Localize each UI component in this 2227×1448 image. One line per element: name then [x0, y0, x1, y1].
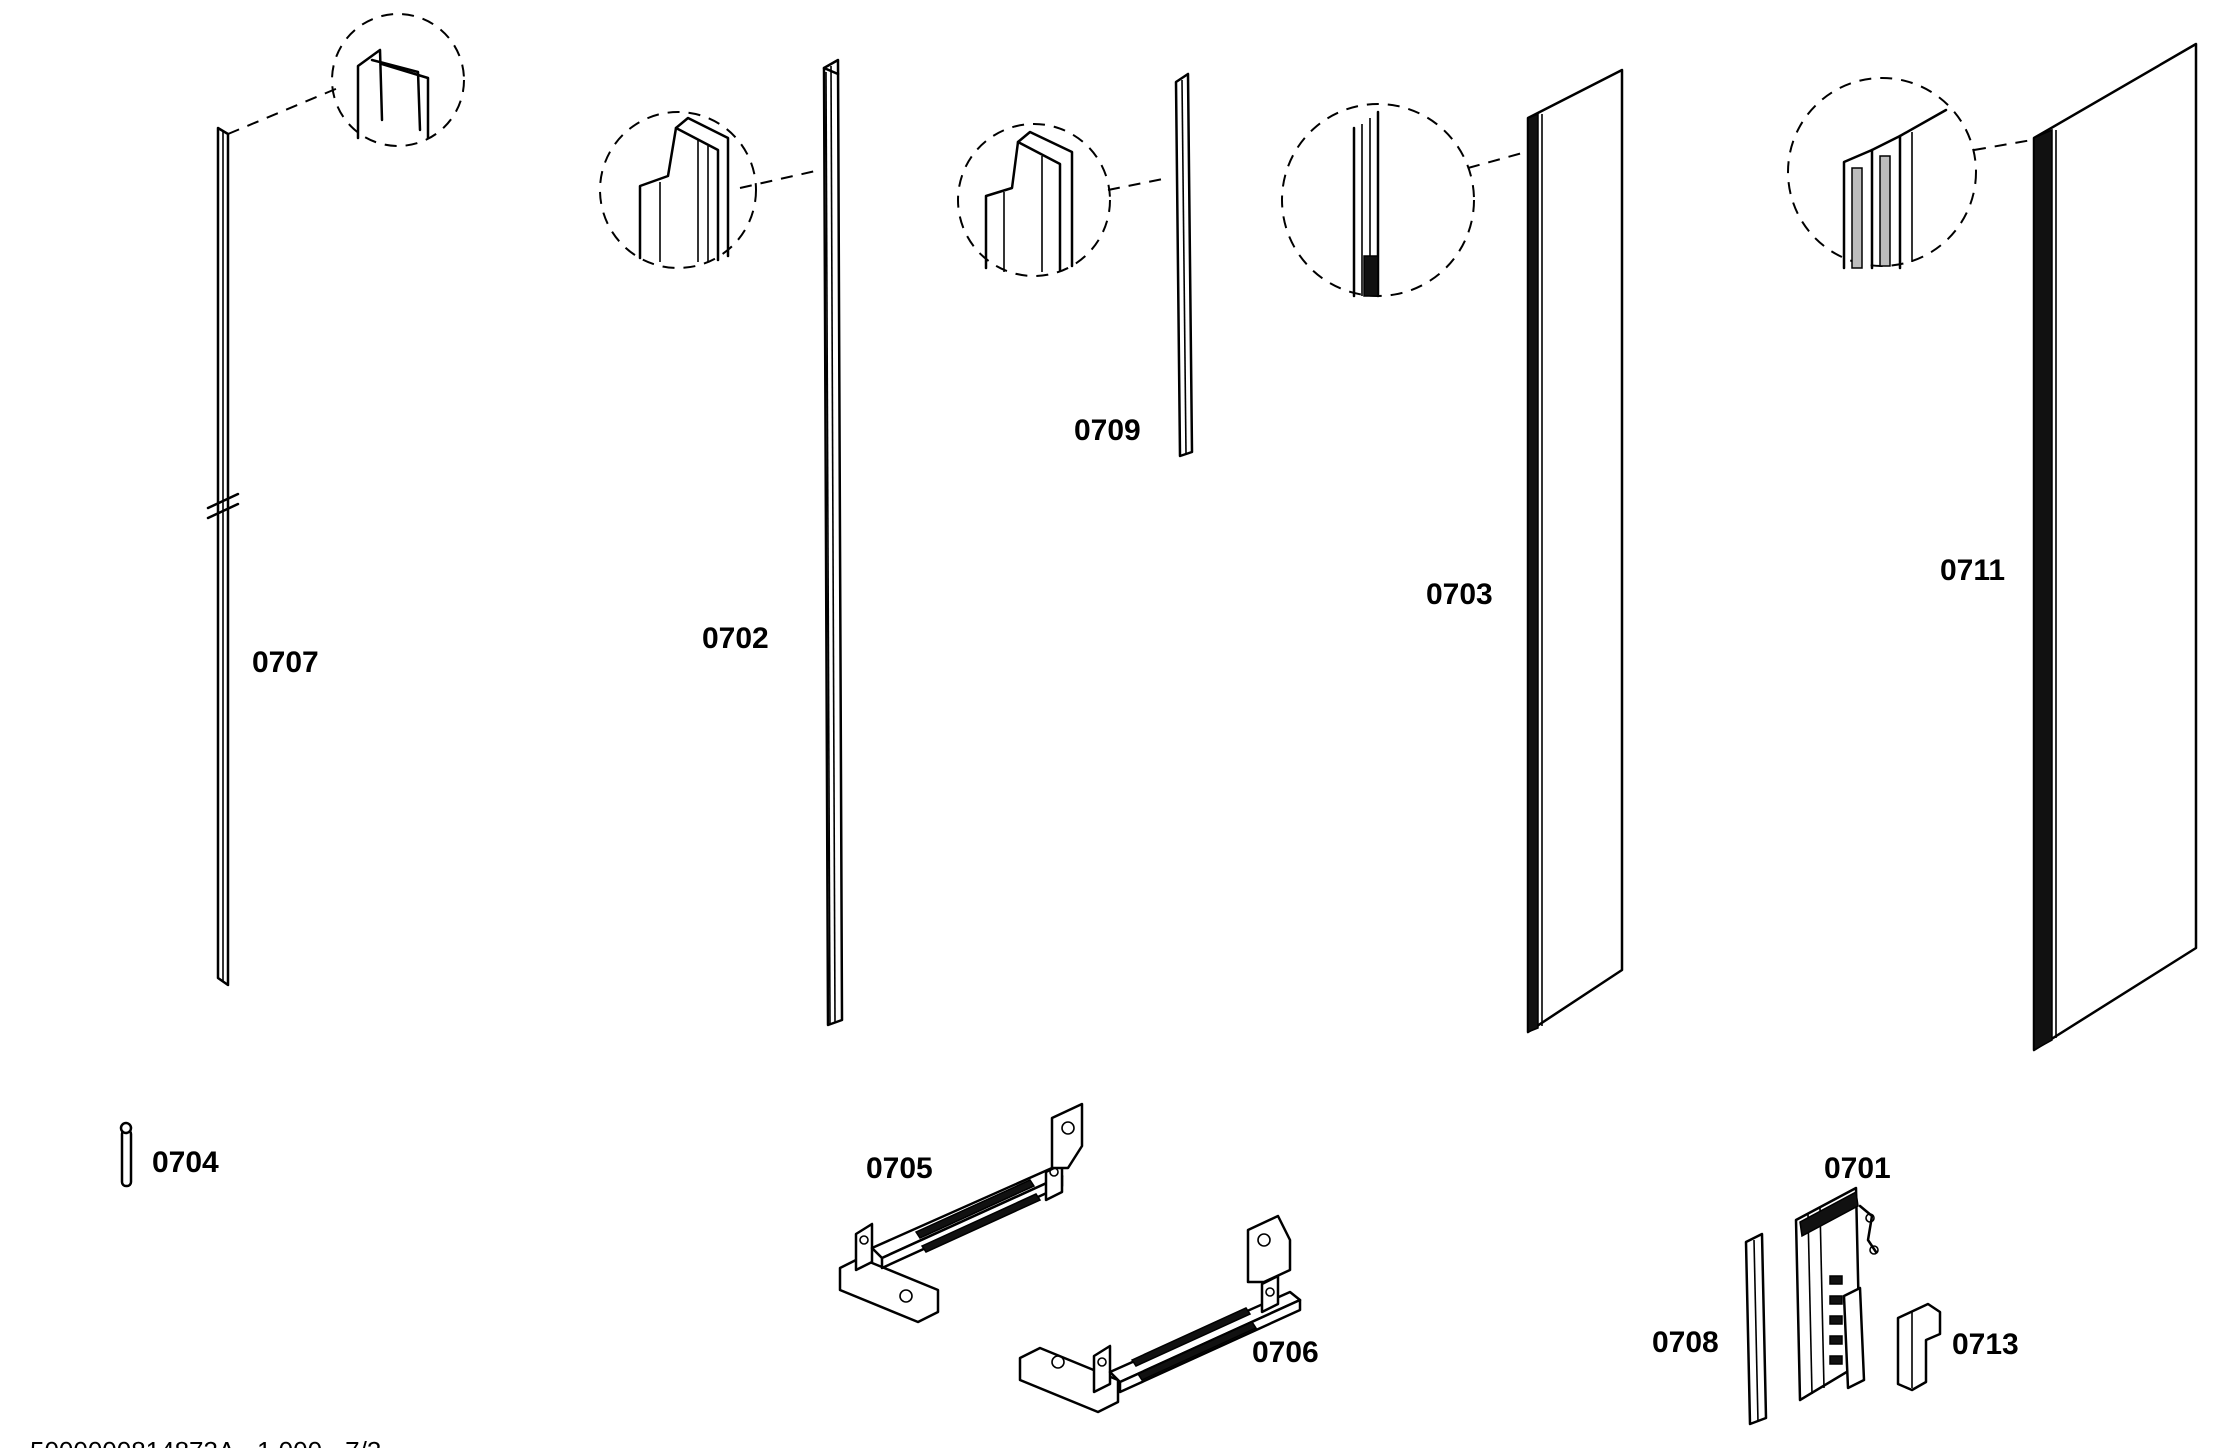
label-0703: 0703: [1426, 578, 1493, 611]
label-0704: 0704: [152, 1146, 219, 1179]
part-0703-panel: [1467, 68, 1624, 1034]
label-0711: 0711: [1940, 554, 2005, 587]
detail-circle-0707: [331, 13, 465, 147]
label-0713: 0713: [1952, 1328, 2019, 1361]
part-0707-strip: [206, 87, 339, 987]
part-0709-profile: [1107, 72, 1194, 458]
part-0701-hinge-cover: [1794, 1186, 1879, 1402]
label-0705: 0705: [866, 1152, 933, 1185]
label-0702: 0702: [702, 622, 769, 655]
detail-circle-0703: [1281, 103, 1475, 298]
label-0701: 0701: [1824, 1152, 1891, 1185]
part-0713-clip: [1896, 1302, 1942, 1392]
part-0706-bracket: [1018, 1214, 1302, 1414]
part-0705-bracket: [838, 1102, 1084, 1324]
footer-code: 5000000814873A - 1.000 - 7/3: [30, 1436, 381, 1448]
detail-circle-0711: [1787, 77, 1977, 270]
detail-circle-0709: [957, 123, 1111, 277]
part-0702-profile: [739, 58, 844, 1027]
label-0707: 0707: [252, 646, 319, 679]
part-0708-strip: [1744, 1232, 1768, 1426]
hinge-cover-slots: [1829, 1275, 1843, 1365]
detail-circle-0702: [599, 111, 757, 269]
label-0709: 0709: [1074, 414, 1141, 447]
label-0708: 0708: [1652, 1326, 1719, 1359]
part-0711-panel: [1973, 42, 2198, 1052]
label-0706: 0706: [1252, 1336, 1319, 1369]
part-0704-pin: [119, 1121, 133, 1188]
